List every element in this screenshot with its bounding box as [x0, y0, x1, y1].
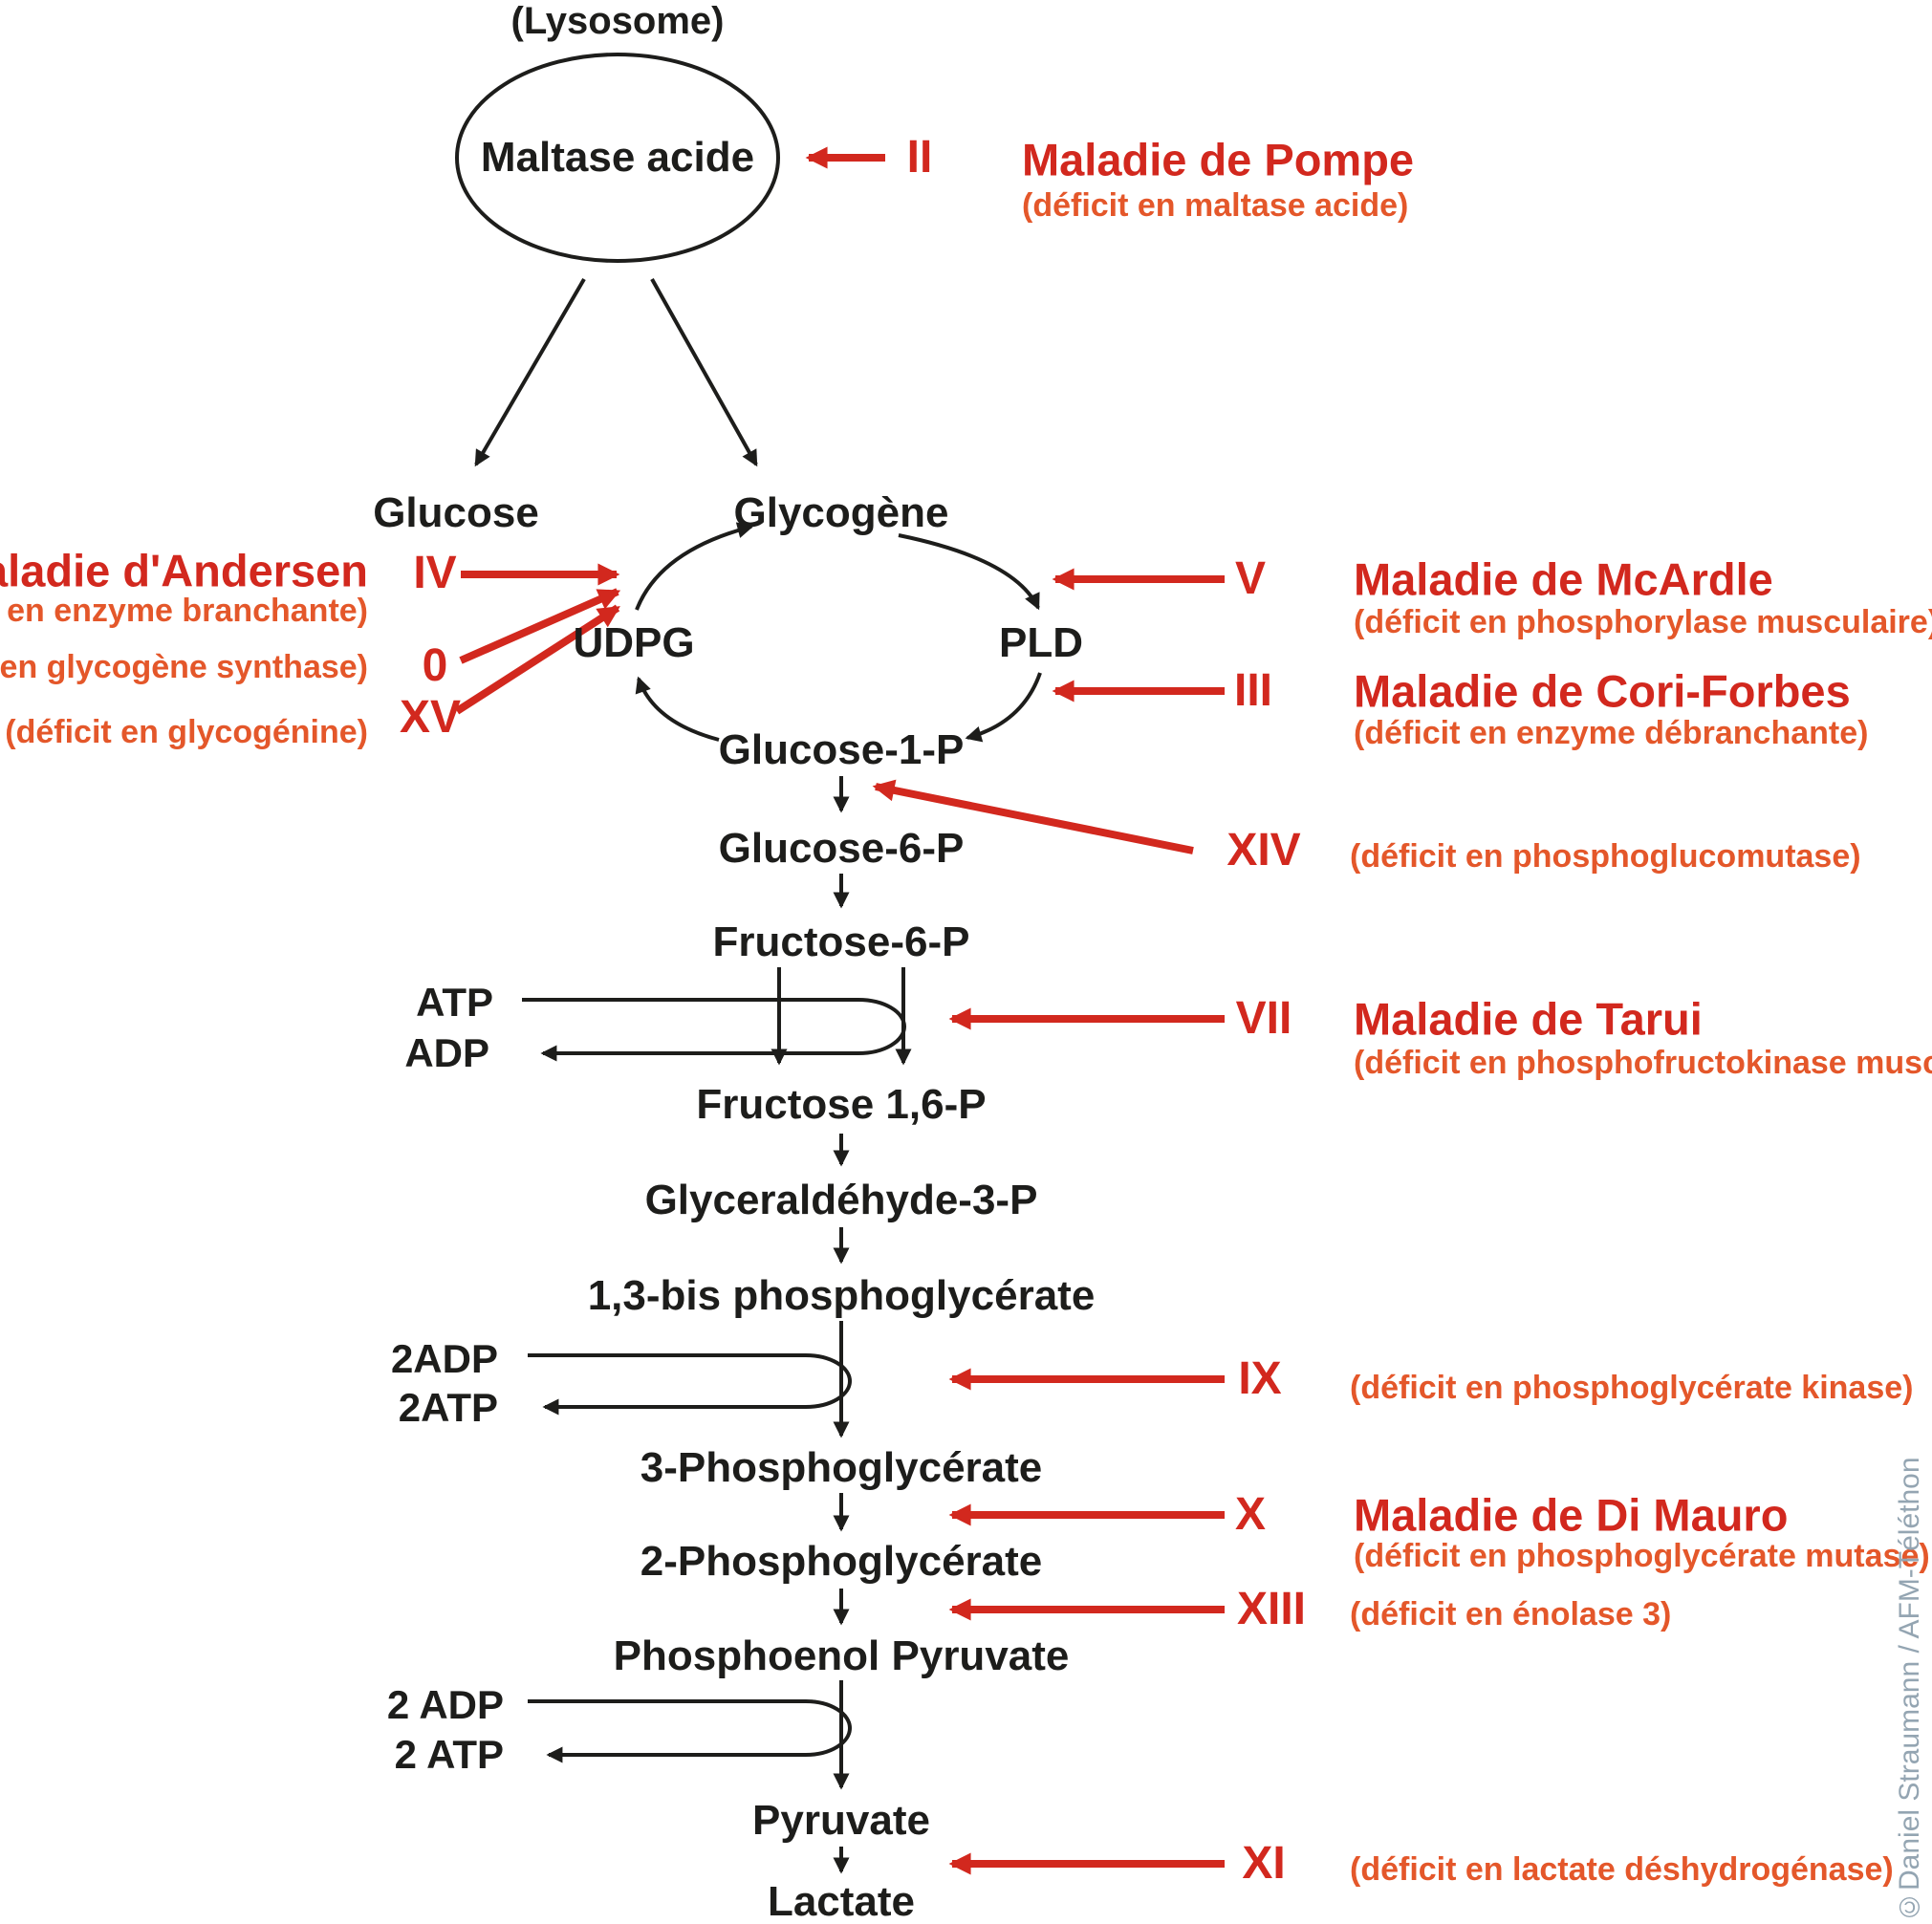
- deficit-di-mauro: (déficit en phosphoglycérate mutase): [1354, 1538, 1930, 1575]
- metabolite-lactate: Lactate: [767, 1877, 916, 1924]
- adp-atp-coupling-loop-3: [528, 1699, 852, 1763]
- deficit-glycogene-synthase: (déficit en glycogène synthase): [0, 649, 368, 686]
- numeral-phosphoglucomutase: XIV: [1226, 824, 1301, 876]
- cofactor-atp: ATP: [416, 979, 493, 1025]
- adp-atp-coupling-loop-2: [528, 1353, 852, 1416]
- metabolite-2-phosphoglycerate: 2-Phosphoglycérate: [640, 1537, 1043, 1585]
- metabolite-fructose-6-p: Fructose-6-P: [712, 918, 970, 965]
- copyright-credit: ©Daniel Straumann / AFM-Téléthon: [1894, 1457, 1925, 1922]
- cofactor-2atp: 2ATP: [398, 1384, 498, 1430]
- arrow-glycogenine: [454, 604, 620, 715]
- arrow-pld-to-glucose1p: [965, 672, 1042, 743]
- numeral-mcardle: V: [1234, 552, 1267, 604]
- metabolite-3-phosphoglycerate: 3-Phosphoglycérate: [640, 1443, 1043, 1491]
- disease-name-di-mauro: Maladie de Di Mauro: [1354, 1489, 1789, 1541]
- arrow-maltase-to-glycogene: [650, 278, 758, 467]
- metabolite-pyruvate: Pyruvate: [752, 1796, 930, 1844]
- numeral-glycogene-synthase: 0: [422, 639, 448, 691]
- deficit-phosphoglucomutase: (déficit en phosphoglucomutase): [1350, 838, 1861, 876]
- numeral-tarui: VII: [1235, 992, 1292, 1044]
- disease-name-pompe: Maladie de Pompe: [1022, 134, 1415, 185]
- arrow-glycogene-to-pld: [898, 533, 1040, 611]
- metabolite-glucose: Glucose: [373, 488, 539, 536]
- arrow-maltase-to-glucose: [474, 277, 586, 467]
- metabolite-glyceraldehyde-3-p: Glyceraldéhyde-3-P: [644, 1176, 1038, 1223]
- arrow-glycogene-synthase: [459, 588, 621, 664]
- metabolite-1-3-bisphosphoglycerate: 1,3-bis phosphoglycérate: [587, 1271, 1096, 1319]
- numeral-di-mauro: X: [1234, 1488, 1267, 1540]
- metabolite-glucose-6-p: Glucose-6-P: [718, 824, 965, 872]
- deficit-tarui: (déficit en phosphofructokinase musculai…: [1354, 1045, 1932, 1082]
- deficit-andersen: (déficit en enzyme branchante): [0, 593, 368, 630]
- maltase-acide-label: Maltase acide: [480, 133, 755, 181]
- arrow-udpg-to-glycogene: [635, 522, 754, 611]
- metabolite-glycogene: Glycogène: [733, 488, 949, 536]
- lysosome-ellipse: [455, 53, 780, 263]
- lysosome-label: (Lysosome): [510, 0, 725, 42]
- atp-adp-coupling-loop-1: [522, 998, 906, 1062]
- disease-name-mcardle: Maladie de McArdle: [1354, 553, 1773, 605]
- cofactor-2-adp: 2 ADP: [386, 1681, 504, 1727]
- metabolite-phosphoenol-pyruvate: Phosphoenol Pyruvate: [613, 1632, 1070, 1679]
- deficit-glycogenine: (déficit en glycogénine): [5, 714, 368, 751]
- numeral-ldh: XI: [1242, 1837, 1286, 1889]
- numeral-pg-kinase: IX: [1238, 1352, 1282, 1404]
- cofactor-2-atp: 2 ATP: [394, 1731, 504, 1777]
- metabolite-glucose-1-p: Glucose-1-P: [718, 725, 965, 773]
- metabolite-udpg: UDPG: [573, 618, 695, 666]
- arrow-phosphoglucomutase: [872, 779, 1194, 854]
- deficit-ldh: (déficit en lactate déshydrogénase): [1350, 1851, 1894, 1889]
- cofactor-2adp: 2ADP: [390, 1335, 498, 1381]
- numeral-glycogenine: XV: [399, 691, 462, 743]
- metabolite-pld: PLD: [999, 618, 1083, 666]
- deficit-pg-kinase: (déficit en phosphoglycérate kinase): [1350, 1370, 1914, 1407]
- numeral-andersen: IV: [413, 547, 457, 598]
- deficit-mcardle: (déficit en phosphorylase musculaire): [1354, 604, 1932, 641]
- disease-name-tarui: Maladie de Tarui: [1354, 993, 1703, 1045]
- numeral-cori-forbes: III: [1233, 664, 1273, 716]
- numeral-pompe: II: [906, 131, 933, 183]
- metabolite-fructose-1-6-p: Fructose 1,6-P: [696, 1080, 987, 1128]
- disease-name-cori-forbes: Maladie de Cori-Forbes: [1354, 665, 1851, 717]
- deficit-enolase: (déficit en énolase 3): [1350, 1596, 1672, 1633]
- numeral-enolase: XIII: [1236, 1583, 1307, 1634]
- deficit-pompe: (déficit en maltase acide): [1022, 187, 1409, 225]
- disease-name-andersen: Maladie d'Andersen: [0, 545, 368, 596]
- arrow-glucose1p-to-udpg: [635, 676, 720, 742]
- cofactor-adp: ADP: [404, 1029, 489, 1075]
- deficit-cori-forbes: (déficit en enzyme débranchante): [1354, 715, 1869, 752]
